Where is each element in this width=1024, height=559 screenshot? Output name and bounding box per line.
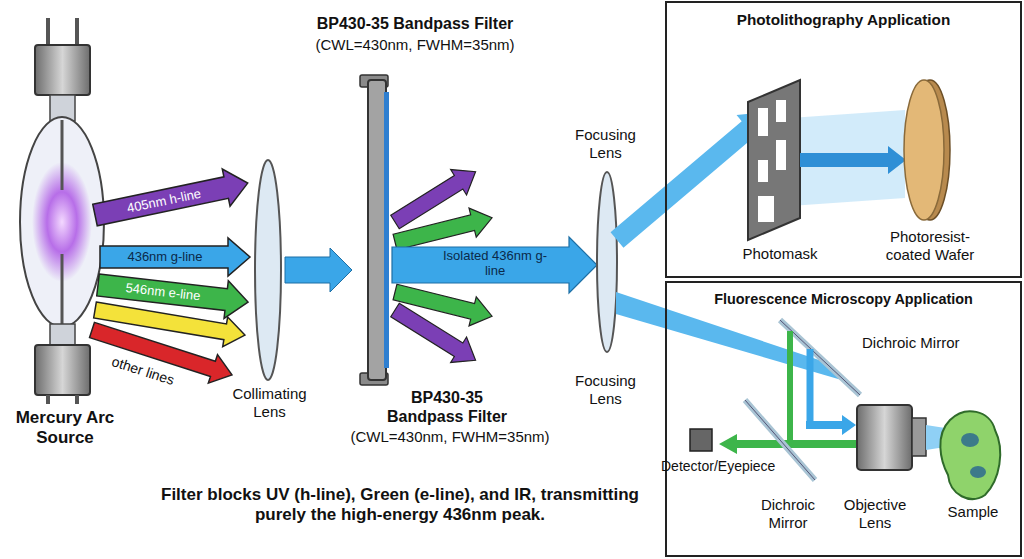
line-label: 546nm e-line	[125, 280, 201, 304]
part-label: Objective Lens	[835, 496, 915, 532]
part-label: Detector/Eyepiece	[661, 458, 741, 475]
collimating-lens	[255, 160, 281, 380]
isolated-beam	[392, 237, 597, 293]
part-label: Dichroic Mirror	[748, 496, 828, 532]
panel-heading: Photolithography Application	[667, 11, 1020, 29]
part-label: Photoresist-coated Wafer	[870, 228, 990, 264]
photomask	[748, 80, 905, 240]
filter-label: BP430-35 Bandpass Filter	[270, 14, 560, 33]
panel-heading: Fluorescence Microscopy Application	[667, 291, 1020, 307]
source-label: Mercury Arc Source	[5, 408, 125, 449]
filter-label: BP430-35 Bandpass Filter	[372, 388, 522, 426]
detector	[690, 429, 712, 451]
dichroic-mirror	[745, 400, 815, 480]
line-label: other lines	[110, 353, 177, 389]
mercury-lamp	[20, 18, 104, 404]
lens-label: Collimating Lens	[222, 385, 317, 421]
line-label: 405nm h-line	[126, 186, 203, 217]
beam-label: Isolated 436nm g-line	[440, 249, 550, 279]
caption: Filter blocks UV (h-line), Green (e-line…	[150, 485, 650, 526]
sample-cell	[940, 411, 1000, 499]
filter-spec: (CWL=430nm, FWHM=35nm)	[330, 428, 570, 446]
beam-arrow	[800, 146, 906, 174]
lens-label: Focusing Lens	[558, 372, 653, 408]
wafer	[904, 80, 950, 220]
part-label: Dichroic Mirror	[862, 334, 960, 352]
beam-arrow	[285, 248, 352, 292]
bandpass-filter	[360, 75, 389, 385]
part-label: Photomask	[730, 245, 830, 263]
filter-spec: (CWL=430nm, FWHM=35nm)	[270, 36, 560, 54]
part-label: Sample	[936, 503, 1010, 521]
spectral-arrows	[87, 165, 251, 390]
line-label: 436nm g-line	[127, 249, 202, 265]
lens-label: Focusing Lens	[558, 126, 653, 162]
focusing-lens	[597, 172, 617, 352]
